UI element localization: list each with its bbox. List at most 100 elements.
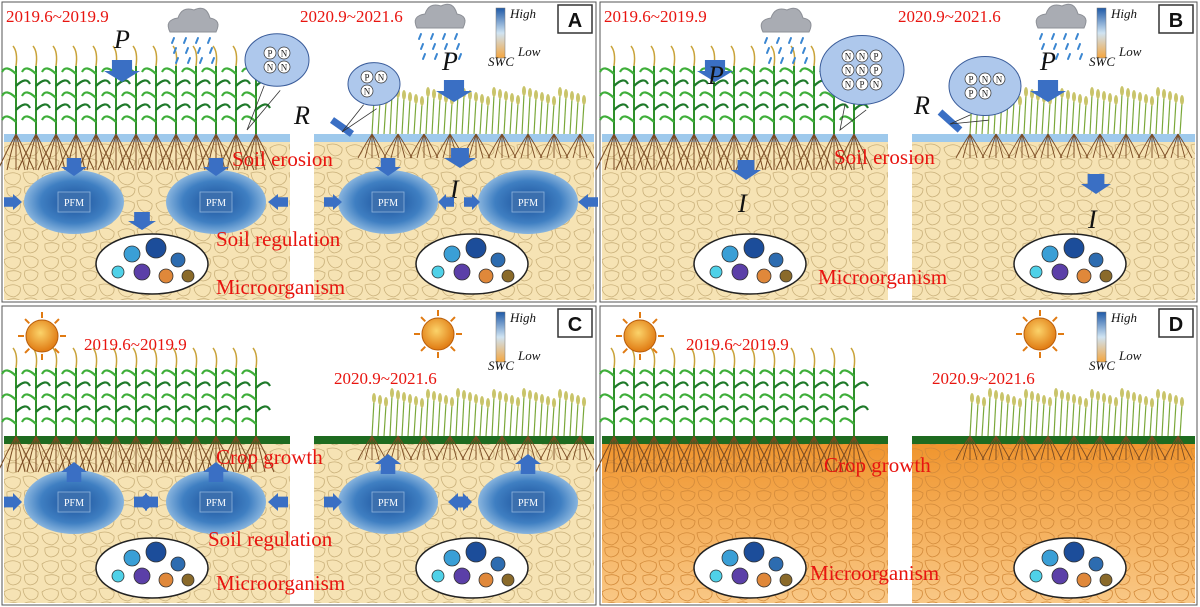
microbe-cell [1099,573,1113,587]
corn-leaf [241,91,257,99]
root [539,435,555,461]
wheat-head [1150,96,1154,106]
root [155,133,175,171]
root [157,133,177,171]
period-left-label: 2019.6~2019.9 [84,335,187,354]
root [613,133,633,171]
wheat-head [378,395,382,405]
root [371,133,380,159]
wheat-stalk [443,402,447,437]
microbe-cell [1076,572,1092,588]
sun-ray [1022,346,1028,352]
corn-tassel [790,347,796,369]
microbe-cell [145,237,167,259]
corn-leaf [633,381,649,389]
wheat-head [1072,394,1076,404]
wheat-stalk [557,94,561,135]
root [673,435,684,473]
corn-leaf [41,91,57,99]
wheat-stalk [407,99,411,135]
wheat-head [1066,90,1070,100]
wheat-head [474,92,478,102]
nutrient-symbol: N [281,49,288,59]
legend-swc-label: SWC [1089,358,1115,373]
corn-leaf [659,67,675,75]
corn-leaf [161,369,177,377]
microbe-cell [743,541,765,563]
nutrient-symbol: N [845,80,852,90]
corn-leaf [181,417,197,425]
microbe-cell [133,263,151,281]
root [195,133,206,171]
root [15,133,35,171]
wheat-head [1156,87,1160,97]
root [635,133,655,171]
panel-d: 2019.6~2019.92020.9~2021.6DHighLowSWCCro… [595,305,1198,606]
root [1151,435,1160,461]
corn-leaf [779,67,795,75]
root [1073,435,1082,461]
corn-leaf [833,405,849,413]
root [715,133,735,171]
wheat-stalk [1143,403,1147,437]
corn-tassel [730,347,736,369]
wheat-head [1162,89,1166,99]
corn-leaf [619,369,635,377]
lateral-arrow [438,194,454,210]
pfm-box [57,191,91,213]
wheat-stalk [539,99,543,135]
wheat-stalk [491,94,495,135]
corn-leaf [679,91,695,99]
nutrient-symbol: N [845,52,852,62]
root [1033,133,1049,159]
root [1177,435,1193,461]
microbe-cell [768,252,784,268]
sun-ray [1052,346,1058,352]
microbe-cell [1088,556,1104,572]
root [995,133,1004,159]
raindrop [454,33,458,40]
root [155,435,175,473]
raindrop [1079,53,1083,60]
root [813,435,833,473]
wheat-stalk [503,98,507,135]
root [0,435,17,469]
callout-line [839,103,867,131]
root [753,435,764,473]
corn-leaf [135,381,151,389]
wheat-stalk [401,97,405,135]
nutrient-symbol: P [859,80,864,90]
raindrop [434,53,438,60]
corn-tassel [650,45,656,67]
corn-leaf [753,103,769,111]
corn-tassel [650,347,656,369]
root [1099,133,1108,159]
corn-tassel [670,347,676,369]
legend-high-label: High [1110,6,1137,21]
wheat-stalk [1029,398,1033,437]
nutrient-symbol: N [267,63,274,73]
raindrop [199,57,203,64]
corn-leaf [95,103,111,111]
corn-leaf [215,405,231,413]
root [95,435,106,473]
corn-tassel [92,45,98,67]
wheat-stalk [1089,94,1093,135]
root [55,133,66,171]
runoff-symbol: R [913,91,930,120]
corn-leaf [221,115,237,123]
root [579,435,588,461]
root [177,435,197,473]
cloud-icon [1035,3,1087,29]
process-label-soil-regulation: Soil regulation [216,227,341,251]
corn-leaf [673,405,689,413]
corn-leaf [733,79,749,87]
root [962,133,971,159]
legend-low-label: Low [517,348,541,363]
root [1066,133,1075,159]
root [684,133,695,171]
wheat-stalk [1083,103,1087,135]
microbe-cell [1051,567,1069,585]
corn-leaf [41,67,57,75]
root [255,435,266,473]
